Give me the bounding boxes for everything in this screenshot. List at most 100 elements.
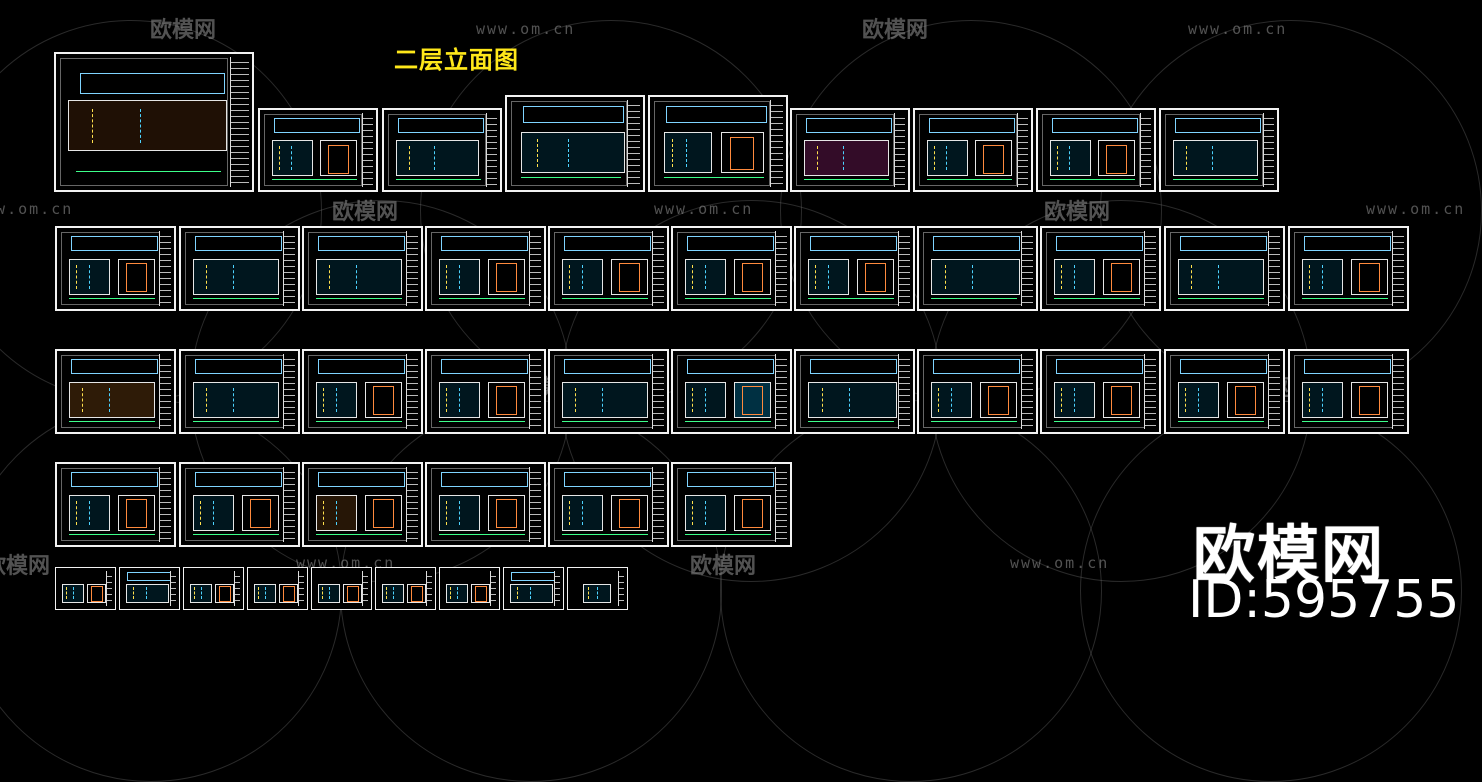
watermark-circle (720, 400, 1102, 782)
drawing-sheet[interactable] (179, 226, 300, 311)
drawing-sheet[interactable] (671, 349, 792, 434)
sheet-elevation (733, 381, 771, 418)
drawing-sheet[interactable] (302, 226, 423, 311)
drawing-sheet-small[interactable] (503, 567, 564, 610)
drawing-sheet[interactable] (671, 462, 792, 547)
sheet-title-block (283, 231, 295, 306)
drawing-sheet[interactable] (1040, 226, 1161, 311)
sheet-plan-strip (441, 236, 528, 252)
sheet-elevation (1102, 381, 1140, 418)
drawing-sheet[interactable] (790, 108, 910, 192)
drawing-sheet[interactable] (671, 226, 792, 311)
sheet-elevation (381, 583, 404, 603)
drawing-sheet[interactable] (548, 349, 669, 434)
sheet-frame (61, 355, 160, 428)
sheet-plan-strip (397, 118, 484, 133)
drawing-sheet[interactable] (548, 226, 669, 311)
drawing-sheet-small[interactable] (439, 567, 500, 610)
sheet-dimension-line (1053, 420, 1141, 422)
sheet-elevation (1226, 381, 1264, 418)
watermark-url: www.om.cn (0, 200, 74, 218)
drawing-sheet-small[interactable] (311, 567, 372, 610)
sheet-title-block (485, 113, 497, 187)
drawing-sheet[interactable] (55, 226, 176, 311)
sheet-elevation (582, 583, 612, 603)
watermark-brand: 欧模网 (150, 18, 217, 43)
sheet-plan-strip (195, 359, 282, 375)
sheet-elevation (930, 258, 1021, 295)
sheet-plan-strip (523, 106, 624, 124)
drawing-sheet[interactable] (382, 108, 502, 192)
drawing-sheet[interactable] (1164, 226, 1285, 311)
drawing-sheet-small[interactable] (119, 567, 180, 610)
drawing-sheet-small[interactable] (183, 567, 244, 610)
drawing-sheet[interactable] (917, 349, 1038, 434)
sheet-title-block (361, 113, 373, 187)
drawing-sheet[interactable] (1040, 349, 1161, 434)
drawing-sheet[interactable] (913, 108, 1033, 192)
sheet-elevation (68, 258, 111, 295)
sheet-plan-strip (1174, 118, 1261, 133)
sheet-dimension-line (684, 420, 772, 422)
drawing-sheet[interactable] (425, 349, 546, 434)
drawing-sheet[interactable] (55, 462, 176, 547)
drawing-sheet[interactable] (505, 95, 645, 192)
drawing-sheet[interactable] (258, 108, 378, 192)
sheet-dimension-line (930, 420, 1018, 422)
sheet-dimension-line (315, 297, 403, 299)
drawing-sheet[interactable] (1288, 349, 1409, 434)
sheet-plan-strip (441, 472, 528, 488)
sheet-dimension-line (315, 533, 403, 535)
sheet-elevation (561, 258, 604, 295)
sheet-title-block (1139, 113, 1151, 187)
sheet-frame (554, 468, 653, 541)
sheet-frame (308, 232, 407, 305)
sheet-frame (923, 355, 1022, 428)
drawing-sheet[interactable] (302, 462, 423, 547)
drawing-sheet[interactable] (425, 462, 546, 547)
drawing-sheet[interactable] (54, 52, 254, 192)
drawing-sheet[interactable] (648, 95, 788, 192)
sheet-title-block (1144, 231, 1156, 306)
drawing-sheet[interactable] (55, 349, 176, 434)
drawing-sheet[interactable] (1036, 108, 1156, 192)
sheet-plan-strip (71, 359, 158, 375)
drawing-sheet-small[interactable] (247, 567, 308, 610)
sheet-dimension-line (663, 176, 765, 178)
sheet-elevation (317, 583, 340, 603)
drawing-sheet[interactable] (1164, 349, 1285, 434)
drawing-sheet[interactable] (179, 462, 300, 547)
sheet-dimension-line (315, 420, 403, 422)
sheet-title-block (1392, 354, 1404, 429)
drawing-sheet[interactable] (548, 462, 669, 547)
sheet-elevation (1350, 258, 1388, 295)
drawing-sheet[interactable] (1288, 226, 1409, 311)
drawing-sheet[interactable] (917, 226, 1038, 311)
drawing-sheet-small[interactable] (55, 567, 116, 610)
sheet-title-block (1016, 113, 1028, 187)
drawing-sheet-small[interactable] (375, 567, 436, 610)
drawing-sheet[interactable] (302, 349, 423, 434)
sheet-frame (554, 232, 653, 305)
drawing-sheet[interactable] (794, 349, 915, 434)
drawing-sheet[interactable] (179, 349, 300, 434)
sheet-dimension-line (68, 533, 156, 535)
sheet-elevation (1301, 258, 1344, 295)
sheet-elevation (1301, 381, 1344, 418)
sheet-elevation (445, 583, 468, 603)
sheet-title-block (529, 354, 541, 429)
sheet-elevation (67, 100, 227, 152)
drawing-sheet[interactable] (1159, 108, 1279, 192)
sheet-dimension-line (684, 533, 772, 535)
sheet-dimension-line (807, 297, 895, 299)
sheet-dimension-line (271, 178, 358, 180)
drawing-sheet[interactable] (425, 226, 546, 311)
sheet-plan-strip (1180, 236, 1267, 252)
drawing-sheet-small[interactable] (567, 567, 628, 610)
sheet-frame (308, 468, 407, 541)
drawing-sheet[interactable] (794, 226, 915, 311)
sheet-frame (677, 468, 776, 541)
sheet-plan-strip (195, 472, 282, 488)
sheet-dimension-line (1177, 297, 1265, 299)
